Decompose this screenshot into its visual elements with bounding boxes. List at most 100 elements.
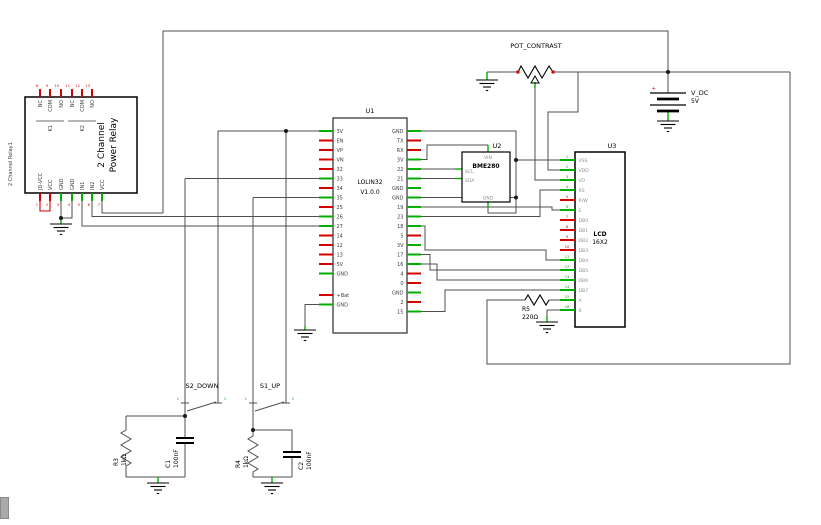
relay-pin-number: 11	[65, 84, 70, 88]
u3-pin-label: DB3	[579, 248, 589, 254]
u1-pin-label: 23	[397, 214, 403, 220]
rc-labels: R3 1kΩ C1 100nF R4 1kΩ C2 100nF	[113, 449, 313, 470]
u1-pin-label: 5	[400, 233, 403, 239]
switch-labels: S2_DOWN S1_UP 1 2 1 2	[177, 382, 295, 401]
u3-name: LCD	[593, 231, 606, 238]
u1-pin-label: 4	[400, 271, 403, 277]
relay-pin-label: GND	[59, 178, 65, 190]
u3-pin-label: K	[579, 308, 583, 314]
u3-pin-number: 1	[566, 155, 568, 159]
u1-pin-label: TX	[396, 138, 404, 144]
u3-pin-label: E	[579, 208, 582, 214]
u3-pin-number: 15	[565, 295, 570, 299]
ground-icon	[260, 482, 284, 495]
u1-lolin32-component[interactable]: U1 LOLIN32 V1.0.0 3VENVPVN32333435252627…	[319, 107, 421, 334]
u1-pin-label: 0	[400, 281, 403, 287]
ground-icon	[475, 79, 499, 92]
relay-pin-number: 4	[68, 203, 71, 207]
c2-refdes: C2	[298, 462, 305, 470]
u1-pin-label: 14	[337, 233, 343, 239]
u1-pin-label: 19	[397, 205, 403, 211]
relay-pin-number: 10	[54, 84, 59, 88]
u1-pin-label: 15	[397, 309, 403, 315]
r4-refdes: R4	[235, 460, 242, 468]
u3-pin-number: 14	[565, 285, 570, 289]
relay-pin-label: GND	[70, 178, 76, 190]
u2-pin-sda-label: SDA	[465, 178, 475, 184]
u1-pin-label: 2	[400, 300, 403, 306]
u3-lcd-component[interactable]: U3 LCD 16X2 VSS1VDD2VO3RS4R/W5E6DB07DB18…	[560, 142, 626, 328]
r5-refdes: R5	[522, 306, 530, 313]
ground-icon	[656, 120, 680, 133]
c1-refdes: C1	[165, 460, 172, 468]
vdc-plus-mark: +	[652, 86, 656, 92]
relay-pin-number: 12	[75, 84, 80, 88]
u3-pin-number: 16	[565, 305, 570, 309]
relay-pin-label: VCC	[48, 179, 54, 190]
pot-contrast-component[interactable]: POT_CONTRAST	[510, 42, 562, 84]
u3-subtitle: 16X2	[592, 239, 608, 246]
u1-pin-label: 18	[397, 224, 403, 230]
relay-pin-number: 6	[88, 203, 91, 207]
r5-value: 220Ω	[522, 314, 538, 321]
u1-pin-label: 26	[337, 214, 343, 220]
u3-pin-label: RS	[579, 188, 585, 194]
relay-pin-number: 9	[46, 84, 49, 88]
relay-pin-number: 3	[57, 203, 59, 207]
c2-value: 100nF	[306, 451, 313, 470]
r5-resistor-component[interactable]: R5 220Ω	[522, 293, 550, 321]
u3-pin-number: 13	[565, 275, 570, 279]
u3-pin-label: DB1	[579, 228, 589, 234]
relay-pin-label: COM	[48, 100, 54, 112]
u1-pin-label: 5V	[337, 262, 344, 268]
pot-resistor-icon	[517, 64, 554, 80]
u3-pin-number: 8	[566, 225, 569, 229]
u1-version: V1.0.0	[360, 189, 380, 196]
u3-pin-label: DB6	[579, 278, 589, 284]
u3-pin-number: 11	[565, 255, 570, 259]
s1-label: S1_UP	[260, 382, 280, 390]
u1-pin-label: 13	[337, 252, 343, 258]
u1-pin-label: 3V	[397, 243, 404, 249]
wire-layer	[60, 30, 791, 478]
u3-pin-label: VSS	[579, 158, 588, 164]
relay-component[interactable]: K1 K2 2 Channel Power Relay 2 Channel Re…	[8, 84, 138, 207]
u3-pin-number: 4	[566, 185, 569, 189]
u2-bme280-component[interactable]: U2 BME280 VIN SCL SDA GND	[461, 142, 511, 203]
relay-pin-label: NC	[70, 99, 76, 107]
u1-pin-label: GND	[337, 271, 349, 277]
vdc-refdes: V_DC	[691, 89, 709, 97]
u2-name: BME280	[472, 163, 499, 170]
window-edge-grip[interactable]	[0, 497, 9, 519]
u1-pin-label: VP	[337, 148, 343, 154]
u1-pin-label: GND	[392, 129, 404, 135]
s2-label: S2_DOWN	[186, 382, 219, 390]
ground-icon	[146, 482, 170, 495]
relay-pin-label: NC	[38, 99, 44, 107]
u3-pin-label: R/W	[579, 198, 589, 204]
s2-pin2-number: 2	[224, 397, 226, 401]
u1-refdes: U1	[366, 107, 375, 115]
junction-dots	[59, 70, 670, 432]
u3-pin-label: A	[579, 298, 583, 304]
u2-pin-vin-label: VIN	[484, 155, 492, 161]
vdc-value: 5V	[691, 98, 700, 105]
relay-title-line2: Power Relay	[109, 117, 119, 172]
u3-pin-label: DB2	[579, 238, 589, 244]
u3-pin-number: 3	[566, 175, 568, 179]
s1-pin2-number: 2	[292, 397, 294, 401]
relay-pin-number: 7	[98, 203, 100, 207]
relay-pin-label: JD-VCC	[38, 172, 44, 191]
pot-label: POT_CONTRAST	[510, 42, 562, 50]
ground-icon	[293, 329, 317, 342]
u1-pin-label: EN	[337, 138, 344, 144]
u3-pin-number: 6	[566, 205, 569, 209]
relay-group-k1-label: K1	[48, 125, 54, 131]
u1-pin-label: GND	[337, 302, 349, 308]
relay-pin-label: NO	[59, 100, 65, 108]
u1-pin-label: 34	[337, 186, 343, 192]
vdc-battery-component[interactable]: + V_DC 5V	[650, 86, 709, 113]
relay-pin-label: NO	[90, 100, 96, 108]
u1-pin-label: 22	[397, 167, 403, 173]
